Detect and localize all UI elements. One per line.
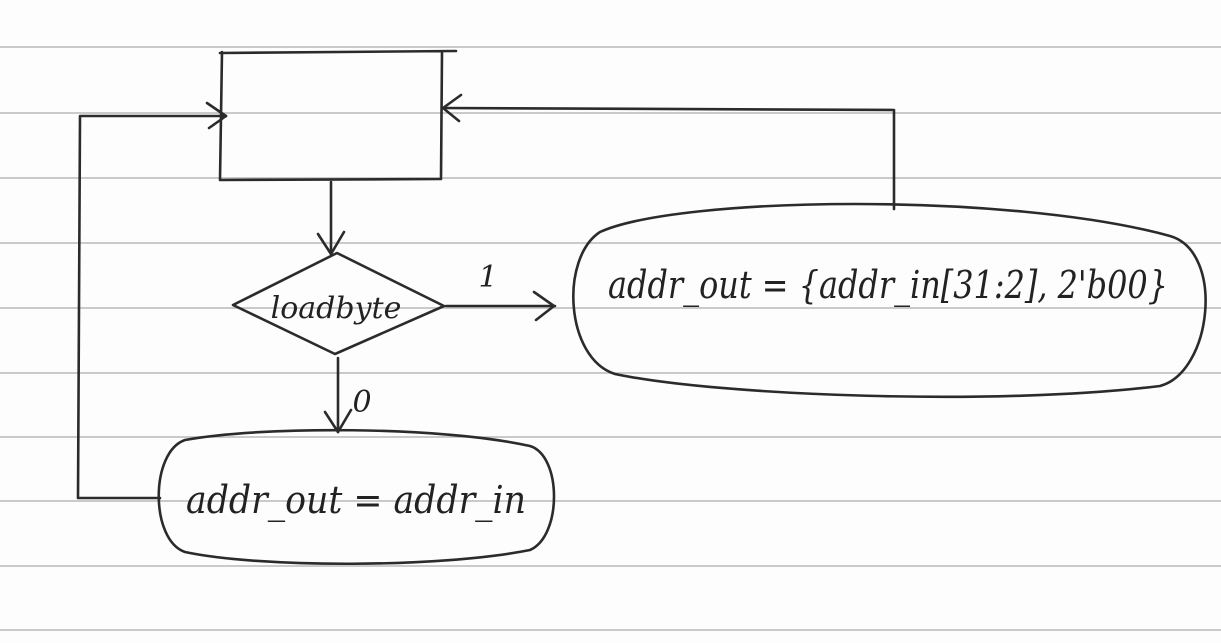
output-true-label: addr_out = {addr_in[31:2], 2'b00} <box>608 263 1168 308</box>
arrow-false-branch: 0 <box>323 356 372 434</box>
decision-label: loadbyte <box>271 291 402 326</box>
arrow-box-to-decision <box>316 180 346 256</box>
branch-true-label: 1 <box>478 260 497 295</box>
state-box <box>218 49 458 182</box>
output-false-oval: addr_out = addr_in <box>157 428 556 566</box>
ruled-lines <box>0 46 1221 631</box>
arrow-true-branch: 1 <box>444 260 557 322</box>
feedback-left <box>76 101 228 500</box>
output-false-label: addr_out = addr_in <box>186 478 526 523</box>
decision-diamond: loadbyte <box>231 251 446 356</box>
output-true-oval: addr_out = {addr_in[31:2], 2'b00} <box>572 202 1207 399</box>
feedback-right <box>441 93 896 211</box>
branch-false-label: 0 <box>352 385 371 420</box>
